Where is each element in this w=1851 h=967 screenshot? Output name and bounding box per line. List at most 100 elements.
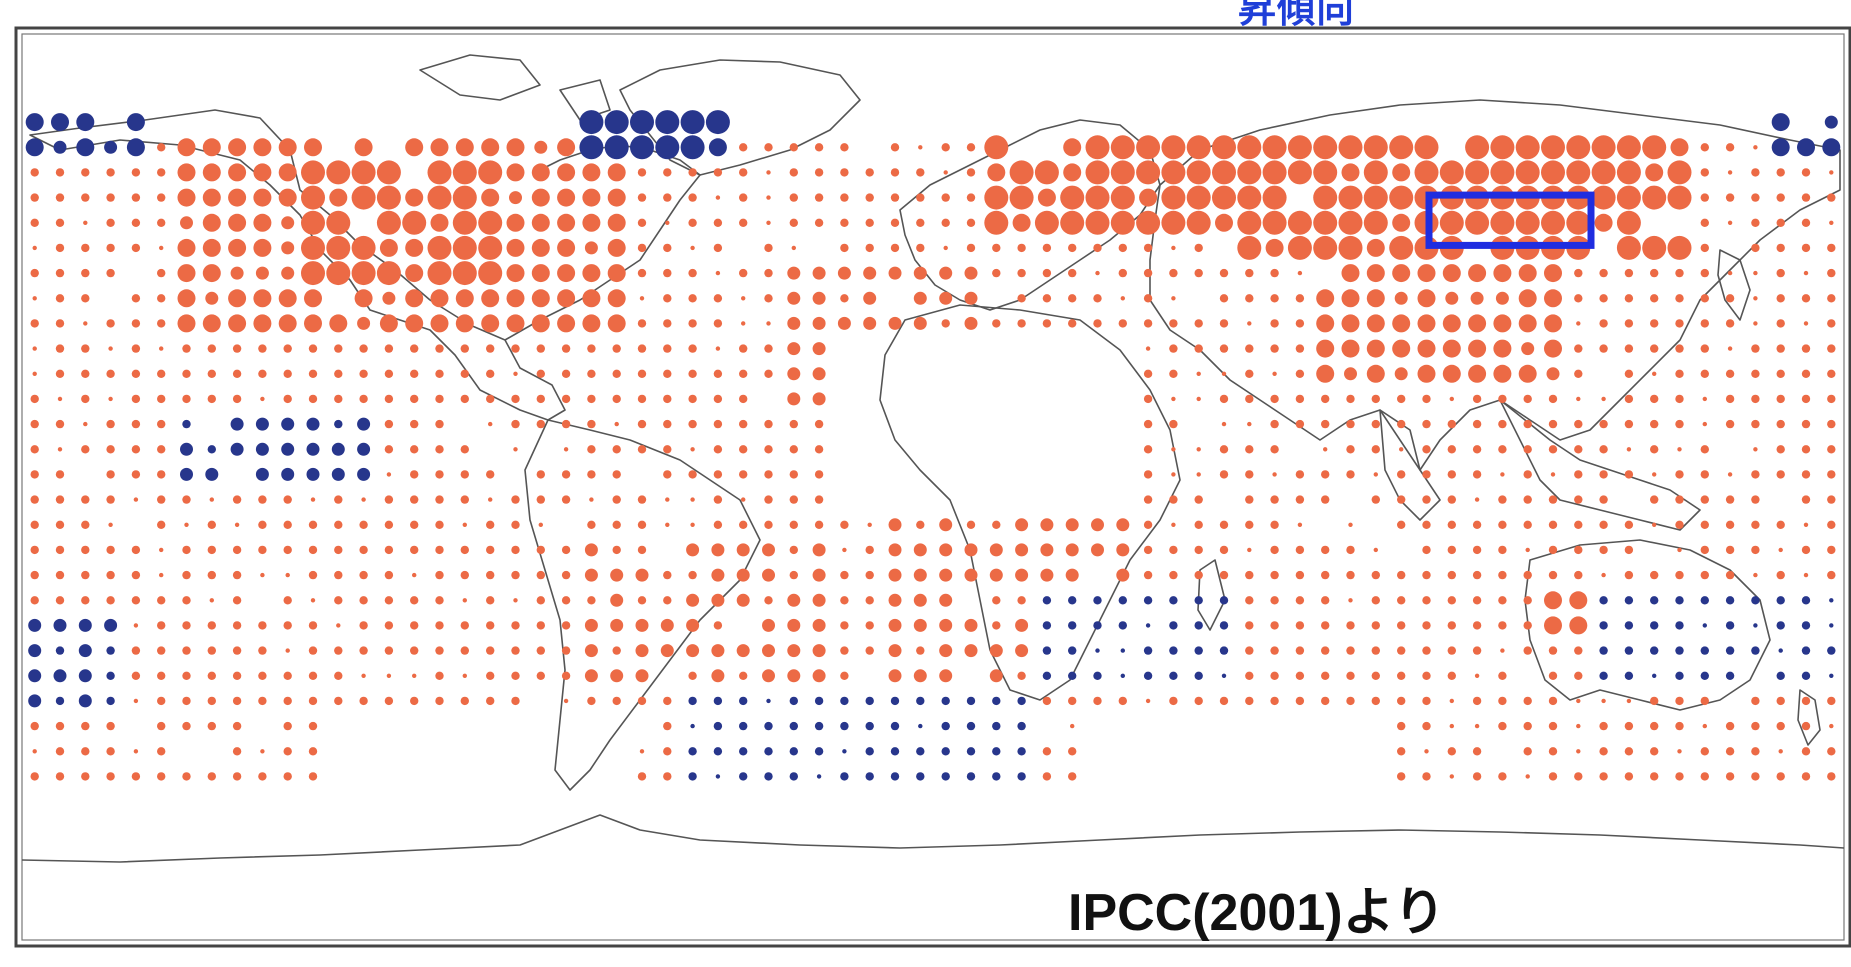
warming-dot <box>354 138 373 157</box>
warming-dot <box>1700 696 1710 706</box>
warming-dot <box>536 545 545 555</box>
warming-dot <box>1727 346 1733 351</box>
warming-dot <box>1725 369 1735 378</box>
warming-dot <box>232 344 242 353</box>
warming-dot <box>83 321 88 326</box>
warming-dot <box>787 618 801 632</box>
warming-dot <box>812 568 826 582</box>
warming-dot <box>106 470 115 479</box>
warming-dot <box>1363 185 1388 210</box>
warming-dot <box>511 394 520 404</box>
warming-dot <box>410 344 419 353</box>
warming-dot <box>1341 339 1360 358</box>
warming-dot <box>308 570 318 580</box>
warming-dot <box>686 618 700 632</box>
japan-outline <box>1717 249 1751 321</box>
warming-dot <box>1677 749 1682 754</box>
warming-dot <box>326 235 351 260</box>
warming-dot <box>1017 268 1026 278</box>
warming-dot <box>531 238 550 257</box>
cooling-dot <box>51 113 69 132</box>
warming-dot <box>1143 445 1153 454</box>
warming-dot <box>992 268 1001 278</box>
warming-dot <box>131 570 141 580</box>
warming-dot <box>787 291 801 305</box>
warming-dot <box>1313 210 1338 235</box>
warming-dot <box>913 266 927 280</box>
warming-dot <box>1702 723 1708 729</box>
cooling-dot <box>106 646 115 655</box>
warming-dot <box>1287 135 1312 160</box>
warming-dot <box>460 545 469 555</box>
warming-dot <box>1829 220 1834 225</box>
cooling-dot <box>1599 621 1608 630</box>
warming-dot <box>1776 243 1785 253</box>
warming-dot <box>913 618 927 632</box>
cooling-dot <box>842 749 847 754</box>
warming-dot <box>1110 160 1135 185</box>
warming-dot <box>1017 243 1026 253</box>
warming-dot <box>561 545 571 555</box>
warming-dot <box>1245 394 1254 404</box>
warming-dot <box>159 572 164 578</box>
cooling-dot <box>55 646 65 655</box>
warming-dot <box>1548 495 1558 504</box>
warming-dot <box>1700 193 1710 202</box>
warming-dot <box>1397 772 1406 781</box>
warming-dot <box>157 721 166 731</box>
warming-dot <box>713 243 723 253</box>
warming-dot <box>1394 291 1408 305</box>
warming-dot <box>1751 218 1760 227</box>
warming-dot <box>713 445 723 454</box>
warming-dot <box>334 344 343 353</box>
warming-dot <box>916 243 925 253</box>
warming-dot <box>1449 774 1455 779</box>
warming-dot <box>435 419 444 429</box>
warming-dot <box>1110 135 1135 160</box>
warming-dot <box>557 163 576 182</box>
warming-dot <box>157 419 166 429</box>
warming-dot <box>326 210 351 235</box>
warming-dot <box>637 596 647 605</box>
warming-dot <box>1341 163 1360 182</box>
warming-dot <box>1548 772 1558 781</box>
warming-dot <box>1498 495 1507 504</box>
warming-dot <box>840 193 849 202</box>
warming-dot <box>1397 570 1406 580</box>
warming-dot <box>1465 210 1490 235</box>
cooling-dot <box>764 772 773 781</box>
warming-dot <box>1143 470 1153 479</box>
warming-dot <box>762 568 775 582</box>
warming-dot <box>133 623 139 628</box>
warming-dot <box>1523 520 1532 529</box>
warming-dot <box>1065 543 1079 557</box>
warming-dot <box>812 291 826 305</box>
warming-dot <box>1548 747 1558 756</box>
warming-dot <box>1523 470 1532 479</box>
warming-dot <box>460 344 469 353</box>
warming-dot <box>1468 364 1487 383</box>
warming-dot <box>1465 135 1490 160</box>
warming-dot <box>1237 185 1262 210</box>
warming-dot <box>308 394 318 404</box>
warming-dot <box>1548 520 1558 529</box>
warming-dot <box>462 522 467 527</box>
warming-dot <box>1616 135 1641 160</box>
warming-dot <box>283 495 292 504</box>
warming-dot <box>1143 570 1153 580</box>
warming-dot <box>536 671 545 680</box>
warming-dot <box>177 264 196 283</box>
warming-dot <box>663 596 672 605</box>
warming-dot <box>202 213 221 232</box>
warming-dot <box>157 596 166 605</box>
warming-dot <box>81 168 90 177</box>
warming-dot <box>1801 445 1811 454</box>
warming-dot <box>157 218 166 227</box>
warming-dot <box>607 314 626 333</box>
warming-dot <box>663 394 672 404</box>
warming-dot <box>584 618 598 632</box>
cooling-dot <box>766 698 771 704</box>
warming-dot <box>1599 721 1608 731</box>
cooling-dot <box>865 747 874 756</box>
cooling-dot <box>25 113 44 132</box>
